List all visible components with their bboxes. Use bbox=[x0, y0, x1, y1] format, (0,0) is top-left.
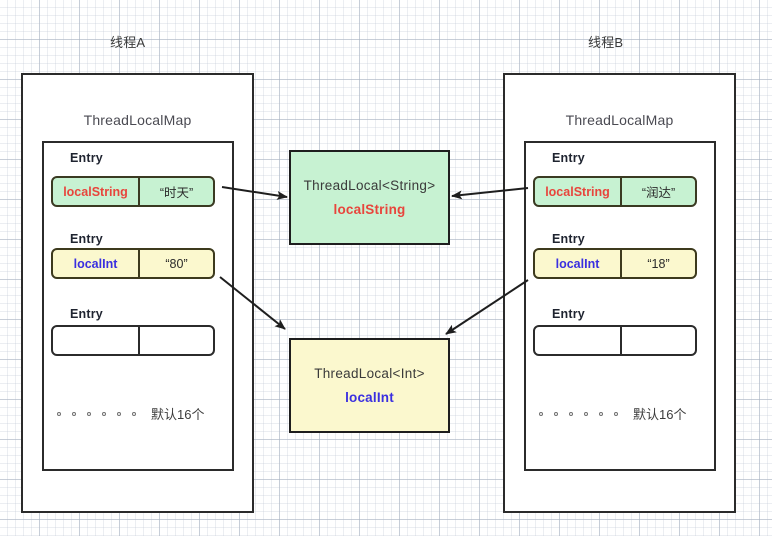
ellipsis-dot-icon bbox=[117, 411, 121, 416]
thread-b-entry-2-row[interactable]: localInt “18” bbox=[533, 248, 697, 279]
thread-a-ellipsis-text: 默认16个 bbox=[151, 407, 205, 422]
thread-a-entry-2-caption: Entry bbox=[70, 232, 103, 246]
ellipsis-dot-icon bbox=[72, 411, 76, 416]
thread-a-box: ThreadLocalMap bbox=[21, 73, 254, 513]
threadlocal-string-type: ThreadLocal<String> bbox=[303, 178, 436, 193]
thread-a-entry-1-row[interactable]: localString “时天” bbox=[51, 176, 215, 207]
thread-b-entry-1-value-cell: “润达” bbox=[621, 176, 697, 207]
thread-a-entry-1-caption: Entry bbox=[70, 151, 103, 165]
thread-a-entry-3-value-cell bbox=[139, 325, 215, 356]
thread-a-label: 线程A bbox=[110, 35, 146, 50]
thread-a-entry-2-value: “80” bbox=[165, 256, 188, 271]
thread-a-entry-1-key-cell: localString bbox=[51, 176, 139, 207]
ellipsis-dot-icon bbox=[102, 411, 106, 416]
thread-a-entry-3-row[interactable] bbox=[51, 325, 215, 356]
ellipsis-dot-icon bbox=[132, 411, 136, 416]
thread-b-entry-2-value: “18” bbox=[647, 256, 670, 271]
thread-b-entry-3-caption: Entry bbox=[552, 307, 585, 321]
thread-a-ellipsis: 默认16个 bbox=[57, 404, 204, 423]
threadlocal-int-name: localInt bbox=[345, 390, 394, 405]
thread-a-entry-2-key-cell: localInt bbox=[51, 248, 139, 279]
thread-b-entry-2-key: localInt bbox=[555, 256, 600, 271]
thread-b-entry-2-key-cell: localInt bbox=[533, 248, 621, 279]
thread-b-label: 线程B bbox=[588, 35, 624, 50]
ellipsis-dot-icon bbox=[599, 411, 603, 416]
thread-b-entry-1-key: localString bbox=[545, 184, 610, 199]
thread-a-map-title: ThreadLocalMap bbox=[83, 112, 192, 128]
thread-b-box: ThreadLocalMap bbox=[503, 73, 736, 513]
thread-b-entry-1-row[interactable]: localString “润达” bbox=[533, 176, 697, 207]
ellipsis-dot-icon bbox=[554, 411, 558, 416]
thread-b-entry-3-key-cell bbox=[533, 325, 621, 356]
ellipsis-dot-icon bbox=[539, 411, 543, 416]
thread-b-entry-3-row[interactable] bbox=[533, 325, 697, 356]
thread-b-entry-3-value-cell bbox=[621, 325, 697, 356]
threadlocal-int-type: ThreadLocal<Int> bbox=[314, 366, 425, 381]
ellipsis-dot-icon bbox=[614, 411, 618, 416]
thread-a-entry-1-value: “时天” bbox=[159, 186, 194, 200]
thread-b-entry-1-key-cell: localString bbox=[533, 176, 621, 207]
thread-b-ellipsis: 默认16个 bbox=[539, 404, 686, 423]
ellipsis-dot-icon bbox=[569, 411, 573, 416]
threadlocal-string-name: localString bbox=[333, 202, 406, 217]
thread-a-entry-1-value-cell: “时天” bbox=[139, 176, 215, 207]
thread-a-entry-2-key: localInt bbox=[73, 256, 118, 271]
thread-b-entry-1-value: “润达” bbox=[641, 186, 676, 200]
threadlocal-string-box[interactable]: ThreadLocal<String> localString bbox=[289, 150, 450, 245]
ellipsis-dot-icon bbox=[87, 411, 91, 416]
thread-a-entry-3-key-cell bbox=[51, 325, 139, 356]
ellipsis-dot-icon bbox=[57, 411, 61, 416]
thread-a-entry-3-caption: Entry bbox=[70, 307, 103, 321]
thread-a-entry-1-key: localString bbox=[63, 184, 128, 199]
thread-b-entry-2-caption: Entry bbox=[552, 232, 585, 246]
thread-b-ellipsis-text: 默认16个 bbox=[633, 407, 687, 422]
threadlocal-int-box[interactable]: ThreadLocal<Int> localInt bbox=[289, 338, 450, 433]
thread-b-map-title: ThreadLocalMap bbox=[565, 112, 674, 128]
ellipsis-dot-icon bbox=[584, 411, 588, 416]
thread-b-entry-2-value-cell: “18” bbox=[621, 248, 697, 279]
thread-a-entry-2-row[interactable]: localInt “80” bbox=[51, 248, 215, 279]
thread-a-entry-2-value-cell: “80” bbox=[139, 248, 215, 279]
thread-b-entry-1-caption: Entry bbox=[552, 151, 585, 165]
